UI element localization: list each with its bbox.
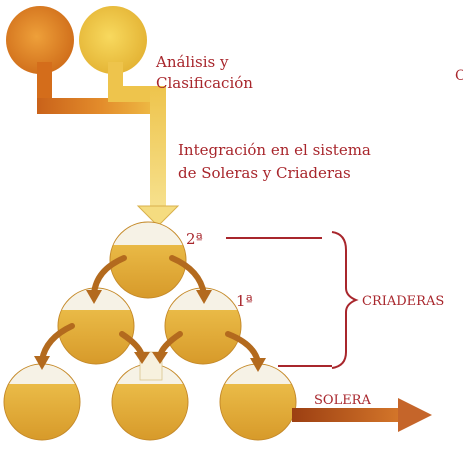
integration-label-line1: Integración en el sistema [178, 141, 371, 159]
barrel-solera-right [219, 363, 297, 441]
transfer-arrowhead [196, 290, 212, 304]
barrel-tier2 [109, 221, 187, 299]
edge-letter: C [455, 68, 463, 84]
center-channel [139, 351, 163, 381]
criaderas-label: CRIADERAS [362, 294, 444, 309]
tier2-label: 2ª [186, 230, 203, 248]
solera-label: SOLERA [314, 393, 371, 408]
analysis-label-line1: Análisis y [155, 53, 229, 71]
transfer-arrowheads [34, 290, 266, 372]
source-barrel-yellow [79, 6, 147, 74]
transfer-arrowhead [86, 290, 102, 304]
solera-arrow [292, 398, 432, 432]
down-arrow-head [136, 205, 180, 227]
transfer-arrowhead [34, 356, 50, 370]
criaderas-bracket [331, 231, 359, 369]
integration-label-line2: de Soleras y Criaderas [178, 164, 351, 182]
analysis-label-line2: Clasificación [156, 74, 253, 92]
flow-pipes [37, 62, 180, 227]
tier1-label: 1ª [236, 292, 253, 310]
transfer-arrowhead [134, 352, 150, 364]
transfer-arrowhead [250, 358, 266, 372]
barrel-solera-left [3, 363, 81, 441]
source-barrel-orange [6, 6, 74, 74]
transfer-arrowhead [152, 352, 168, 364]
